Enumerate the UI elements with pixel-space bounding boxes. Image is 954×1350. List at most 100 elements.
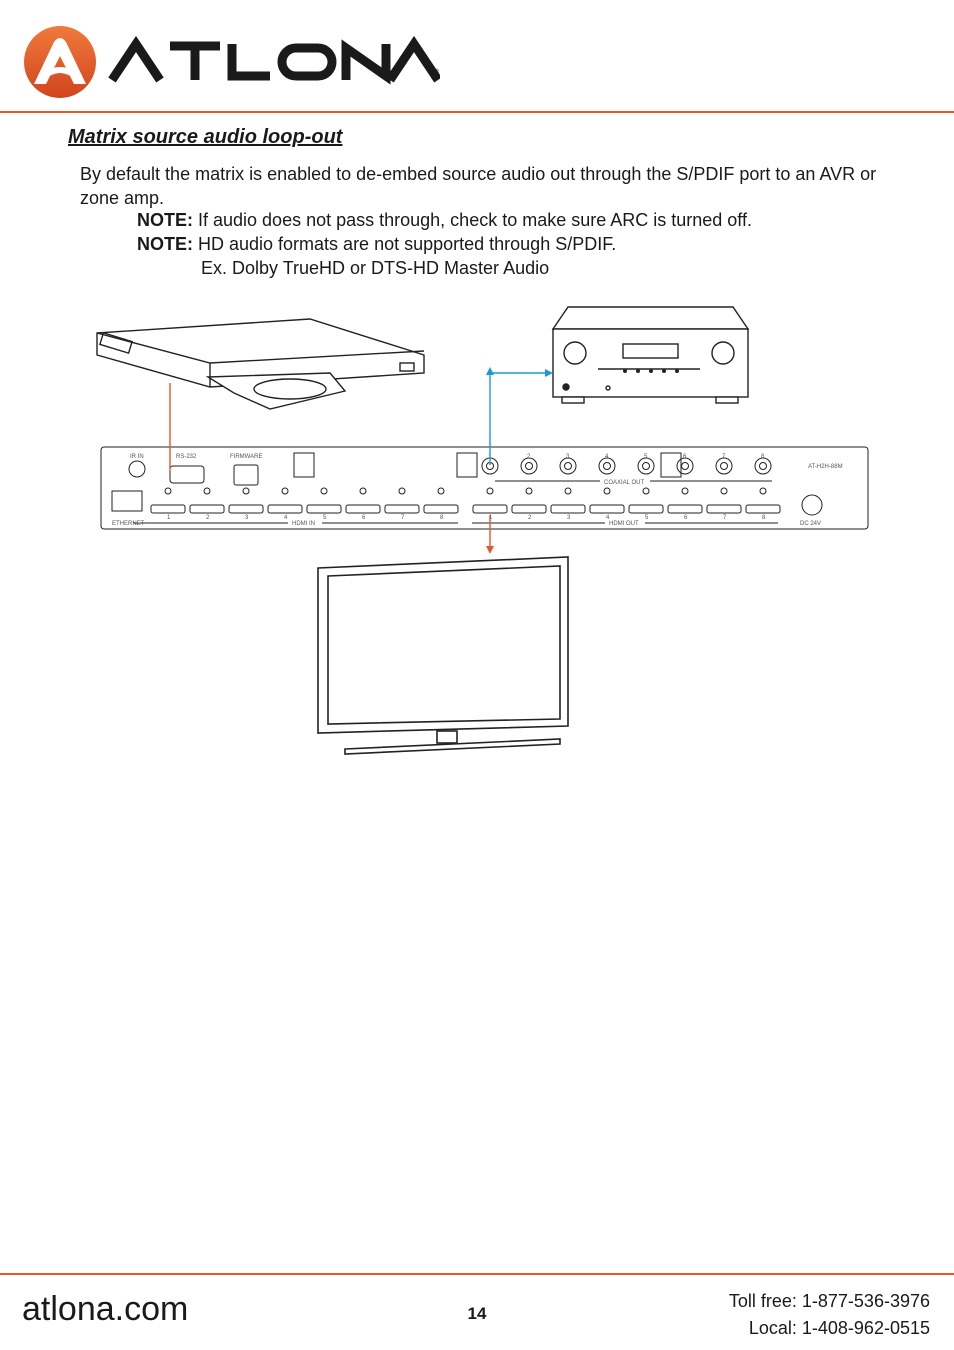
hdmi-out-indicator (525, 487, 533, 495)
footer-divider (0, 1273, 954, 1275)
coaxial-port-number: 5 (644, 454, 648, 460)
hdmi-out-port-number: 4 (606, 515, 610, 521)
hdmi-in-indicator (359, 487, 367, 495)
hdmi-in-indicator (242, 487, 250, 495)
hdmi-out-port (628, 504, 664, 514)
toll-free-number: Toll free: 1-877-536-3976 (728, 1291, 930, 1311)
hdmi-in-port (189, 504, 225, 514)
hdmi-out-port-number: 5 (645, 515, 649, 521)
hdmi-out-indicator (603, 487, 611, 495)
coaxial-port (754, 457, 772, 475)
coaxial-port (637, 457, 655, 475)
hdmi-out-port (589, 504, 625, 514)
coaxial-port-number: 2 (527, 454, 531, 460)
hdmi-out-port-number: 6 (684, 515, 688, 521)
coaxial-port (676, 457, 694, 475)
hdmi-in-port (384, 504, 420, 514)
hdmi-in-indicator (203, 487, 211, 495)
coaxial-port-number: 8 (761, 454, 765, 460)
hdmi-out-port (745, 504, 781, 514)
coaxial-port-number: 4 (605, 454, 609, 460)
hdmi-in-port-number: 7 (401, 515, 405, 521)
hdmi-out-indicator (681, 487, 689, 495)
firmware-label: FIRMWARE (230, 454, 262, 460)
hdmi-out-indicator (486, 487, 494, 495)
display-tv (317, 556, 569, 755)
hdmi-out-indicator (759, 487, 767, 495)
hdmi-in-indicator (164, 487, 172, 495)
coaxial-port-center (642, 462, 650, 470)
hdmi-out-port-number: 1 (489, 515, 493, 521)
hdmi-out-port (667, 504, 703, 514)
section-title: Matrix source audio loop-out (68, 126, 343, 148)
hdmi-in-port (345, 504, 381, 514)
hdmi-in-indicator (320, 487, 328, 495)
dc-label: DC 24V (800, 521, 821, 527)
note-text: If audio does not pass through, check to… (193, 210, 752, 230)
audio-arrowhead (486, 367, 494, 375)
note-arc: NOTE: If audio does not pass through, ch… (137, 208, 752, 232)
coaxial-port-center (603, 462, 611, 470)
hdmi-in-port (228, 504, 264, 514)
matrix-rear-panel (100, 446, 869, 530)
hdmi-in-port (150, 504, 186, 514)
coaxial-port-center (720, 462, 728, 470)
hdmi-in-port-number: 4 (284, 515, 288, 521)
hdmi-out-indicator (642, 487, 650, 495)
website-text: atlona.com (22, 1290, 189, 1328)
coaxial-port (715, 457, 733, 475)
model-label: AT-H2H-88M (808, 464, 843, 470)
coaxial-port (559, 457, 577, 475)
example-text: Ex. Dolby TrueHD or DTS-HD Master Audio (201, 258, 550, 278)
av-receiver (551, 306, 750, 404)
hdmi-out-port-number: 2 (528, 515, 532, 521)
hdmi-in-port-number: 1 (167, 515, 171, 521)
local-number: Local: 1-408-962-0515 (748, 1318, 930, 1338)
coaxial-port-number: 7 (722, 454, 726, 460)
note-label: NOTE: (137, 234, 193, 254)
hdmi-in-port-number: 6 (362, 515, 366, 521)
hdmi-out-port (511, 504, 547, 514)
hdmi-out-port (550, 504, 586, 514)
coaxial-out-label: COAXIAL OUT (604, 480, 644, 486)
intro-paragraph: By default the matrix is enabled to de-e… (80, 164, 877, 208)
hdmi-out-port (706, 504, 742, 514)
coaxial-port (520, 457, 538, 475)
coaxial-port-center (759, 462, 767, 470)
ir-in-label: IR IN (130, 454, 144, 460)
hdmi-out-indicator (720, 487, 728, 495)
registered-mark: ® (434, 68, 440, 76)
header-divider (0, 111, 954, 113)
coaxial-port-center (525, 462, 533, 470)
note-label: NOTE: (137, 210, 193, 230)
hdmi-out-port (472, 504, 508, 514)
hdmi-out-indicator (564, 487, 572, 495)
source-player (96, 318, 425, 410)
note-text: HD audio formats are not supported throu… (193, 234, 617, 254)
hdmi-out-port-number: 3 (567, 515, 571, 521)
coax-audio-line (489, 372, 545, 465)
atlona-logo: ® (20, 22, 442, 102)
audio-arrowhead (545, 369, 553, 377)
hdmi-in-indicator (437, 487, 445, 495)
rs232-label: RS-232 (176, 454, 197, 460)
coaxial-port-number: 6 (683, 454, 687, 460)
contact-info: Toll free: 1-877-536-3976 Local: 1-408-9… (729, 1288, 930, 1342)
hdmi-in-port-number: 3 (245, 515, 249, 521)
ethernet-label: ETHERNET (112, 521, 145, 527)
hdmi-in-port-number: 5 (323, 515, 327, 521)
hdmi-in-port (306, 504, 342, 514)
hdmi-out-port-number: 7 (723, 515, 727, 521)
coaxial-port-center (681, 462, 689, 470)
hdmi-in-label: HDMI IN (292, 521, 315, 527)
hdmi-out-port-number: 8 (762, 515, 766, 521)
page-number: 14 (467, 1304, 487, 1323)
coaxial-port (598, 457, 616, 475)
hdmi-in-port (267, 504, 303, 514)
hdmi-in-indicator (398, 487, 406, 495)
hdmi-in-port-number: 8 (440, 515, 444, 521)
hdmi-out-ports: 1 2 3 4 5 6 7 8 (472, 487, 781, 521)
